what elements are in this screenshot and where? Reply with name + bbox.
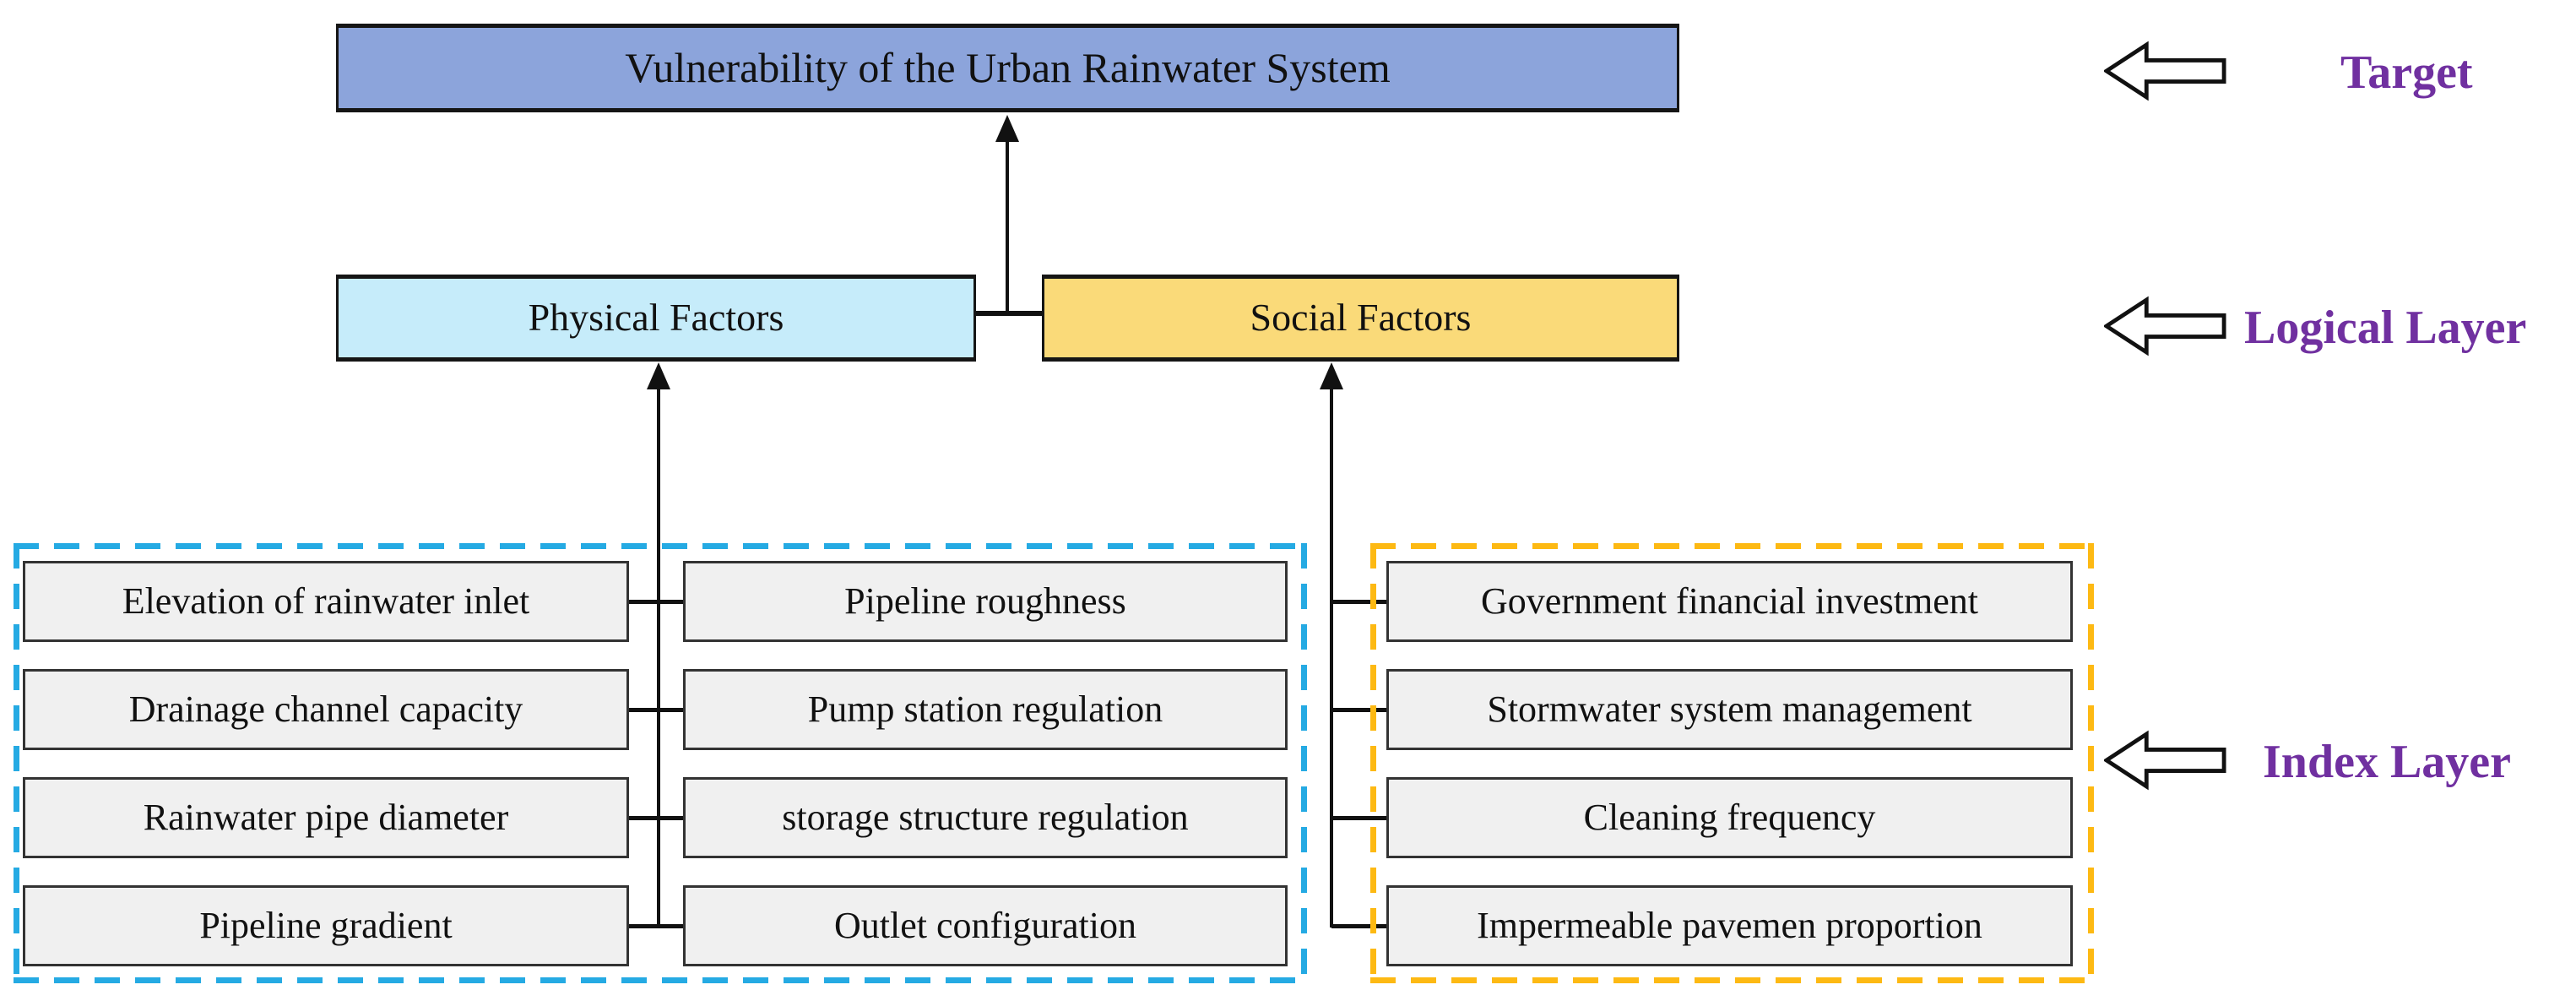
index-box-pipeline-roughness: Pipeline roughness [683,561,1288,642]
stub-line [629,816,683,820]
stub-line [1331,600,1386,604]
left-block-arrow-icon [2104,730,2226,791]
index-box-pipeline-gradient: Pipeline gradient [23,885,629,966]
index-box-elevation-of-rainwater-inlet: Elevation of rainwater inlet [23,561,629,642]
index-box-impermeable-pavemen-proportion: Impermeable pavemen proportion [1386,885,2073,966]
connector-physical-trunk [657,382,660,928]
index-box-drainage-channel-capacity: Drainage channel capacity [23,669,629,750]
index-box-cleaning-frequency: Cleaning frequency [1386,777,2073,858]
connector-social-trunk [1330,382,1333,928]
social-group-frame-right [2088,543,2094,983]
stub-line [1331,924,1386,928]
social-factors-label: Social Factors [1250,296,1472,340]
index-box-pump-station-regulation: Pump station regulation [683,669,1288,750]
index-box-stormwater-system-management: Stormwater system management [1386,669,2073,750]
index-box-label: Impermeable pavemen proportion [1477,904,1982,946]
stub-line [629,600,683,604]
target-annotation-label: Target [2340,46,2473,99]
physical-group-frame-bottom [14,977,1307,983]
index-box-label: Pipeline gradient [199,904,453,946]
index-box-label: Stormwater system management [1487,688,1972,730]
stub-line [629,708,683,712]
physical-factors-box: Physical Factors [336,275,976,362]
left-block-arrow-icon [2104,41,2226,101]
physical-group-frame-left [14,543,19,983]
index-box-label: Government financial investment [1481,579,1978,622]
physical-group-frame-right [1301,543,1307,983]
stub-line [1331,708,1386,712]
index-box-label: storage structure regulation [782,796,1189,838]
index-box-label: Rainwater pipe diameter [143,796,509,838]
stub-line [1331,816,1386,820]
physical-factors-label: Physical Factors [528,296,784,340]
physical-group-frame-top [14,543,1307,549]
index-box-storage-structure-regulation: storage structure regulation [683,777,1288,858]
index-box-label: Elevation of rainwater inlet [122,579,530,622]
index-box-label: Outlet configuration [833,904,1136,946]
connector-target-line [1006,135,1009,314]
target-box-label: Vulnerability of the Urban Rainwater Sys… [625,44,1391,92]
index-box-label: Pipeline roughness [844,579,1126,622]
social-group-frame-top [1370,543,2094,549]
index-box-label: Pump station regulation [807,688,1163,730]
index-box-outlet-configuration: Outlet configuration [683,885,1288,966]
logical-layer-annotation-label: Logical Layer [2244,302,2527,354]
index-box-rainwater-pipe-diameter: Rainwater pipe diameter [23,777,629,858]
index-box-label: Cleaning frequency [1583,796,1876,838]
index-box-government-financial-investment: Government financial investment [1386,561,2073,642]
social-factors-box: Social Factors [1042,275,1679,362]
social-group-frame-left [1370,543,1376,983]
target-box: Vulnerability of the Urban Rainwater Sys… [336,24,1679,112]
index-box-label: Drainage channel capacity [128,688,523,730]
index-layer-annotation-label: Index Layer [2263,736,2511,788]
connector-logical-bridge [974,311,1044,316]
left-block-arrow-icon [2104,296,2226,356]
social-group-frame-bottom [1370,977,2094,983]
stub-line [629,924,683,928]
